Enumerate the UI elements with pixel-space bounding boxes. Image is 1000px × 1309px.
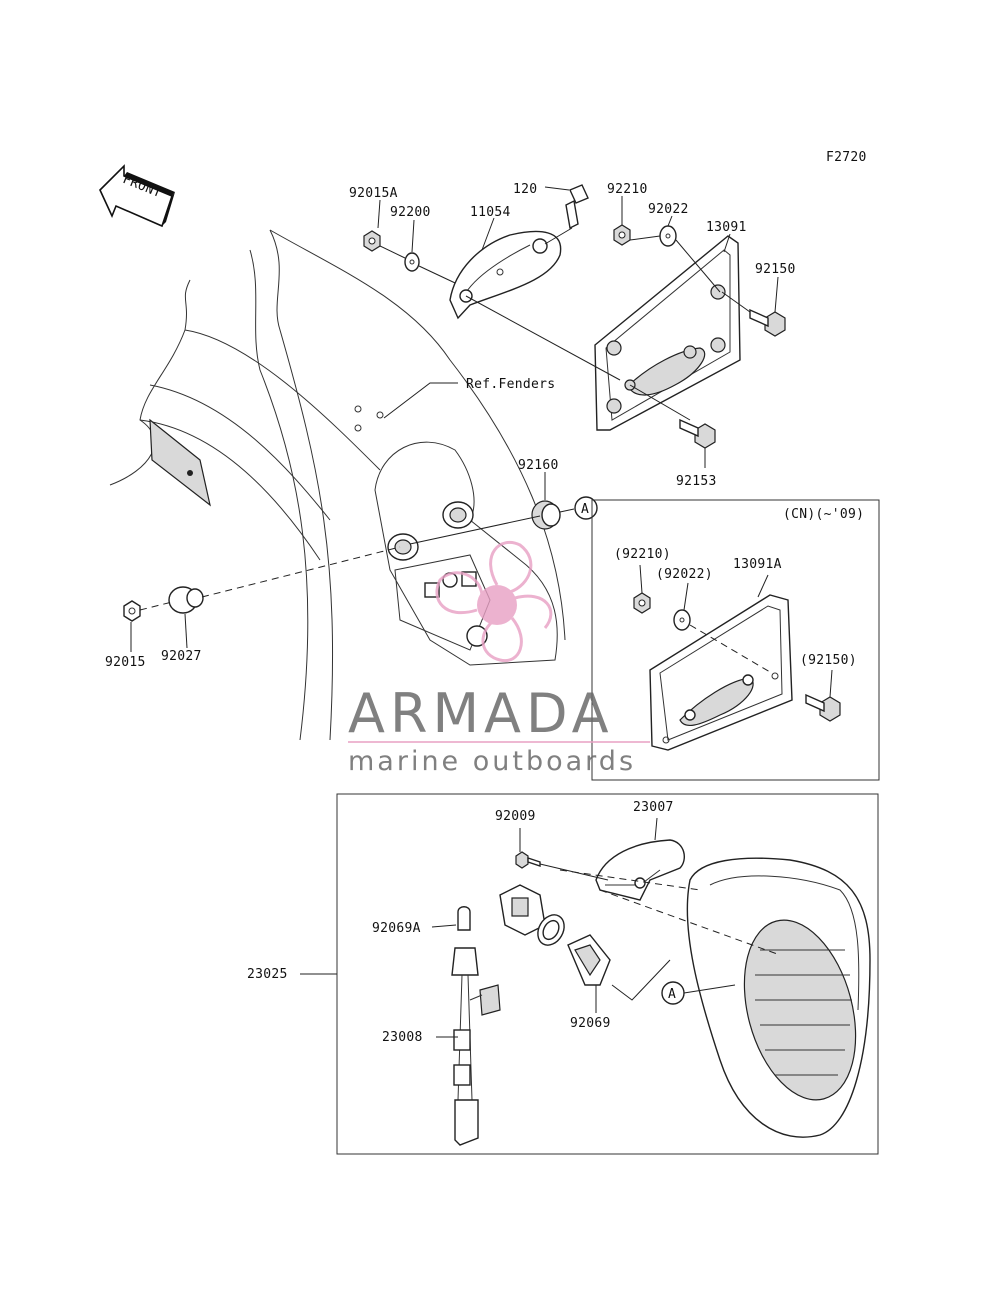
lens-23007 xyxy=(595,839,686,901)
nut-92015 xyxy=(123,600,141,622)
label-13091: 13091 xyxy=(706,220,747,235)
watermark-tagline: marine outboards xyxy=(348,746,636,777)
label-13091a: 13091A xyxy=(733,557,782,572)
label-120: 120 xyxy=(513,182,537,197)
rear-fender xyxy=(109,229,566,741)
label-92022-inset: (92022) xyxy=(656,567,713,582)
label-23025: 23025 xyxy=(247,967,288,982)
label-92150-inset: (92150) xyxy=(800,653,857,668)
watermark-brand: ARMADA xyxy=(348,682,614,745)
label-92027: 92027 xyxy=(161,649,202,664)
label-92015a: 92015A xyxy=(349,186,398,201)
washer-92022-inset xyxy=(673,609,691,631)
ref-fenders-label: Ref.Fenders xyxy=(466,377,555,392)
collar-92027 xyxy=(168,586,204,614)
bolt-92150-inset xyxy=(805,693,841,722)
label-92015: 92015 xyxy=(105,655,146,670)
bolt-92153 xyxy=(679,418,716,449)
label-23008: 23008 xyxy=(382,1030,423,1045)
label-92009: 92009 xyxy=(495,809,536,824)
plate-13091 xyxy=(594,235,741,431)
label-92160: 92160 xyxy=(518,458,559,473)
screw-92009 xyxy=(515,851,541,869)
inset-box xyxy=(591,499,880,781)
label-92150: 92150 xyxy=(755,262,796,277)
bulb-92069a xyxy=(457,906,471,931)
washer-92022 xyxy=(659,225,677,247)
bracket-11054 xyxy=(449,230,562,320)
svg-text:A: A xyxy=(668,987,676,1002)
nut-92015a xyxy=(363,230,381,252)
label-92022: 92022 xyxy=(648,202,689,217)
label-92069a: 92069A xyxy=(372,921,421,936)
front-arrow-icon: FRONT xyxy=(99,164,175,228)
harness-23008 xyxy=(451,947,501,1146)
figure-code: F2720 xyxy=(826,150,867,165)
label-92210-inset: (92210) xyxy=(614,547,671,562)
ref-marker-a-bottom: A xyxy=(661,981,685,1005)
label-11054: 11054 xyxy=(470,205,511,220)
gasket xyxy=(537,914,565,946)
inset-caption: (CN)(~'09) xyxy=(783,507,864,522)
washer-92200 xyxy=(404,252,420,272)
label-23007: 23007 xyxy=(633,800,674,815)
label-92200: 92200 xyxy=(390,205,431,220)
nut-92210-inset xyxy=(633,592,651,614)
plate-13091a xyxy=(649,594,793,751)
bolt-92150 xyxy=(749,308,786,337)
bulb-92069 xyxy=(567,934,611,986)
label-92153: 92153 xyxy=(676,474,717,489)
housing-23025 xyxy=(686,857,871,1138)
svg-text:A: A xyxy=(581,502,589,517)
armada-logo xyxy=(435,540,553,663)
grommet-92160 xyxy=(531,500,561,530)
label-92210: 92210 xyxy=(607,182,648,197)
bolt-120 xyxy=(565,184,589,230)
nut-92210 xyxy=(613,224,631,246)
label-92069: 92069 xyxy=(570,1016,611,1031)
